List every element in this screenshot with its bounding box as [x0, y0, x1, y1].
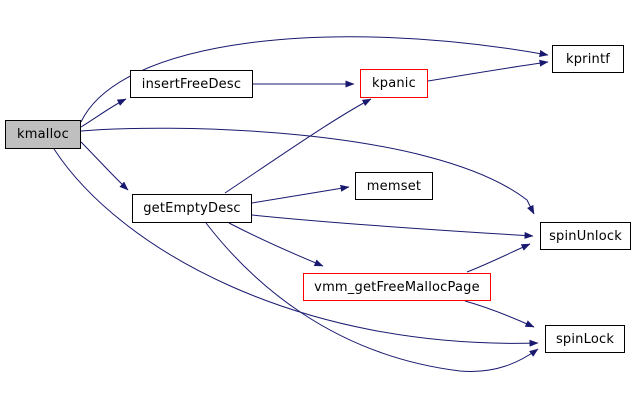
edge-getEmptyDesc-to-memset [251, 184, 350, 204]
node-kpanic[interactable]: kpanic [360, 69, 428, 98]
edge-vmm_getFreeMallocPage-to-spinUnlock [466, 243, 531, 273]
node-label: kprintf [565, 51, 611, 67]
node-label: getEmptyDesc [143, 201, 241, 216]
node-spinUnlock[interactable]: spinUnlock [540, 222, 631, 250]
node-label: spinLock [555, 331, 615, 347]
node-label: insertFreeDesc [141, 76, 242, 92]
edge-kmalloc-to-getEmptyDesc [80, 141, 129, 191]
edges-group [53, 36, 549, 372]
edge-getEmptyDesc-to-vmm_getFreeMallocPage [228, 222, 324, 267]
node-label: vmm_getFreeMallocPage [314, 279, 480, 295]
node-getEmptyDesc[interactable]: getEmptyDesc [132, 194, 252, 223]
node-kprintf[interactable]: kprintf [552, 45, 624, 73]
edge-vmm_getFreeMallocPage-to-spinLock [464, 300, 535, 328]
node-insertFreeDesc[interactable]: insertFreeDesc [130, 70, 253, 98]
edge-getEmptyDesc-to-spinUnlock [251, 214, 534, 239]
edge-getEmptyDesc-to-spinLock [205, 222, 539, 372]
node-label: kpanic [372, 76, 416, 91]
node-memset[interactable]: memset [355, 172, 433, 200]
edge-kpanic-to-kprintf [427, 59, 549, 82]
edge-kmalloc-to-insertFreeDesc [80, 98, 127, 128]
node-label: kmalloc [17, 127, 69, 142]
node-vmm_getFreeMallocPage[interactable]: vmm_getFreeMallocPage [303, 273, 491, 301]
node-kmalloc[interactable]: kmalloc [5, 120, 81, 149]
node-label: memset [366, 178, 422, 194]
node-spinLock[interactable]: spinLock [545, 325, 625, 353]
node-label: spinUnlock [549, 228, 622, 244]
edge-kmalloc-to-kprintf [80, 36, 549, 123]
edge-getEmptyDesc-to-kpanic [224, 98, 372, 194]
edge-kmalloc-to-spinLock [53, 148, 539, 347]
